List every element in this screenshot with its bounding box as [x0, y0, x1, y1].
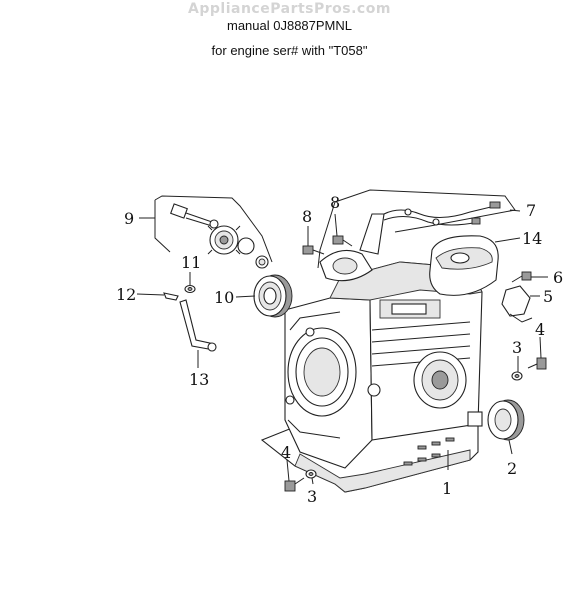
bolt-4-right	[527, 357, 547, 370]
washer	[184, 284, 196, 294]
dust-cover	[429, 235, 499, 296]
callout-9: 9	[124, 209, 134, 228]
callout-3-right: 3	[512, 338, 522, 357]
callout-11: 11	[181, 253, 201, 272]
bracket	[501, 285, 533, 323]
callout-12: 12	[116, 285, 136, 304]
leader-lines	[136, 209, 548, 485]
governor-arm-shaft	[179, 299, 217, 352]
watermark: AppliancePartsPros.com	[188, 1, 391, 17]
ball-bearing	[253, 274, 293, 318]
engine-serial-note: for engine ser# with "T058"	[211, 43, 368, 58]
callout-13: 13	[189, 370, 209, 389]
callout-10: 10	[214, 288, 234, 307]
governor-assembly	[154, 195, 273, 269]
manual-number: manual 0J8887PMNL	[226, 18, 353, 33]
callout-8-right: 8	[330, 193, 340, 212]
callout-3-left: 3	[307, 487, 317, 506]
callout-5: 5	[543, 287, 553, 306]
washer-3-right	[511, 371, 523, 381]
clip	[163, 292, 179, 301]
callout-4-left: 4	[281, 443, 291, 462]
callout-2: 2	[507, 459, 517, 478]
oil-seal	[487, 399, 525, 441]
bolt-8b	[332, 235, 353, 247]
callout-8-left: 8	[302, 207, 312, 226]
oil-level-switch	[317, 189, 516, 282]
bolt-4-left	[284, 477, 305, 492]
crankcase	[260, 261, 483, 493]
callout-6: 6	[553, 268, 563, 287]
callout-14: 14	[522, 229, 542, 248]
callout-4-right: 4	[535, 320, 545, 339]
callout-1: 1	[442, 479, 452, 498]
bolt-6	[511, 271, 532, 283]
callout-7: 7	[526, 201, 536, 220]
washer-3-left	[305, 469, 317, 479]
